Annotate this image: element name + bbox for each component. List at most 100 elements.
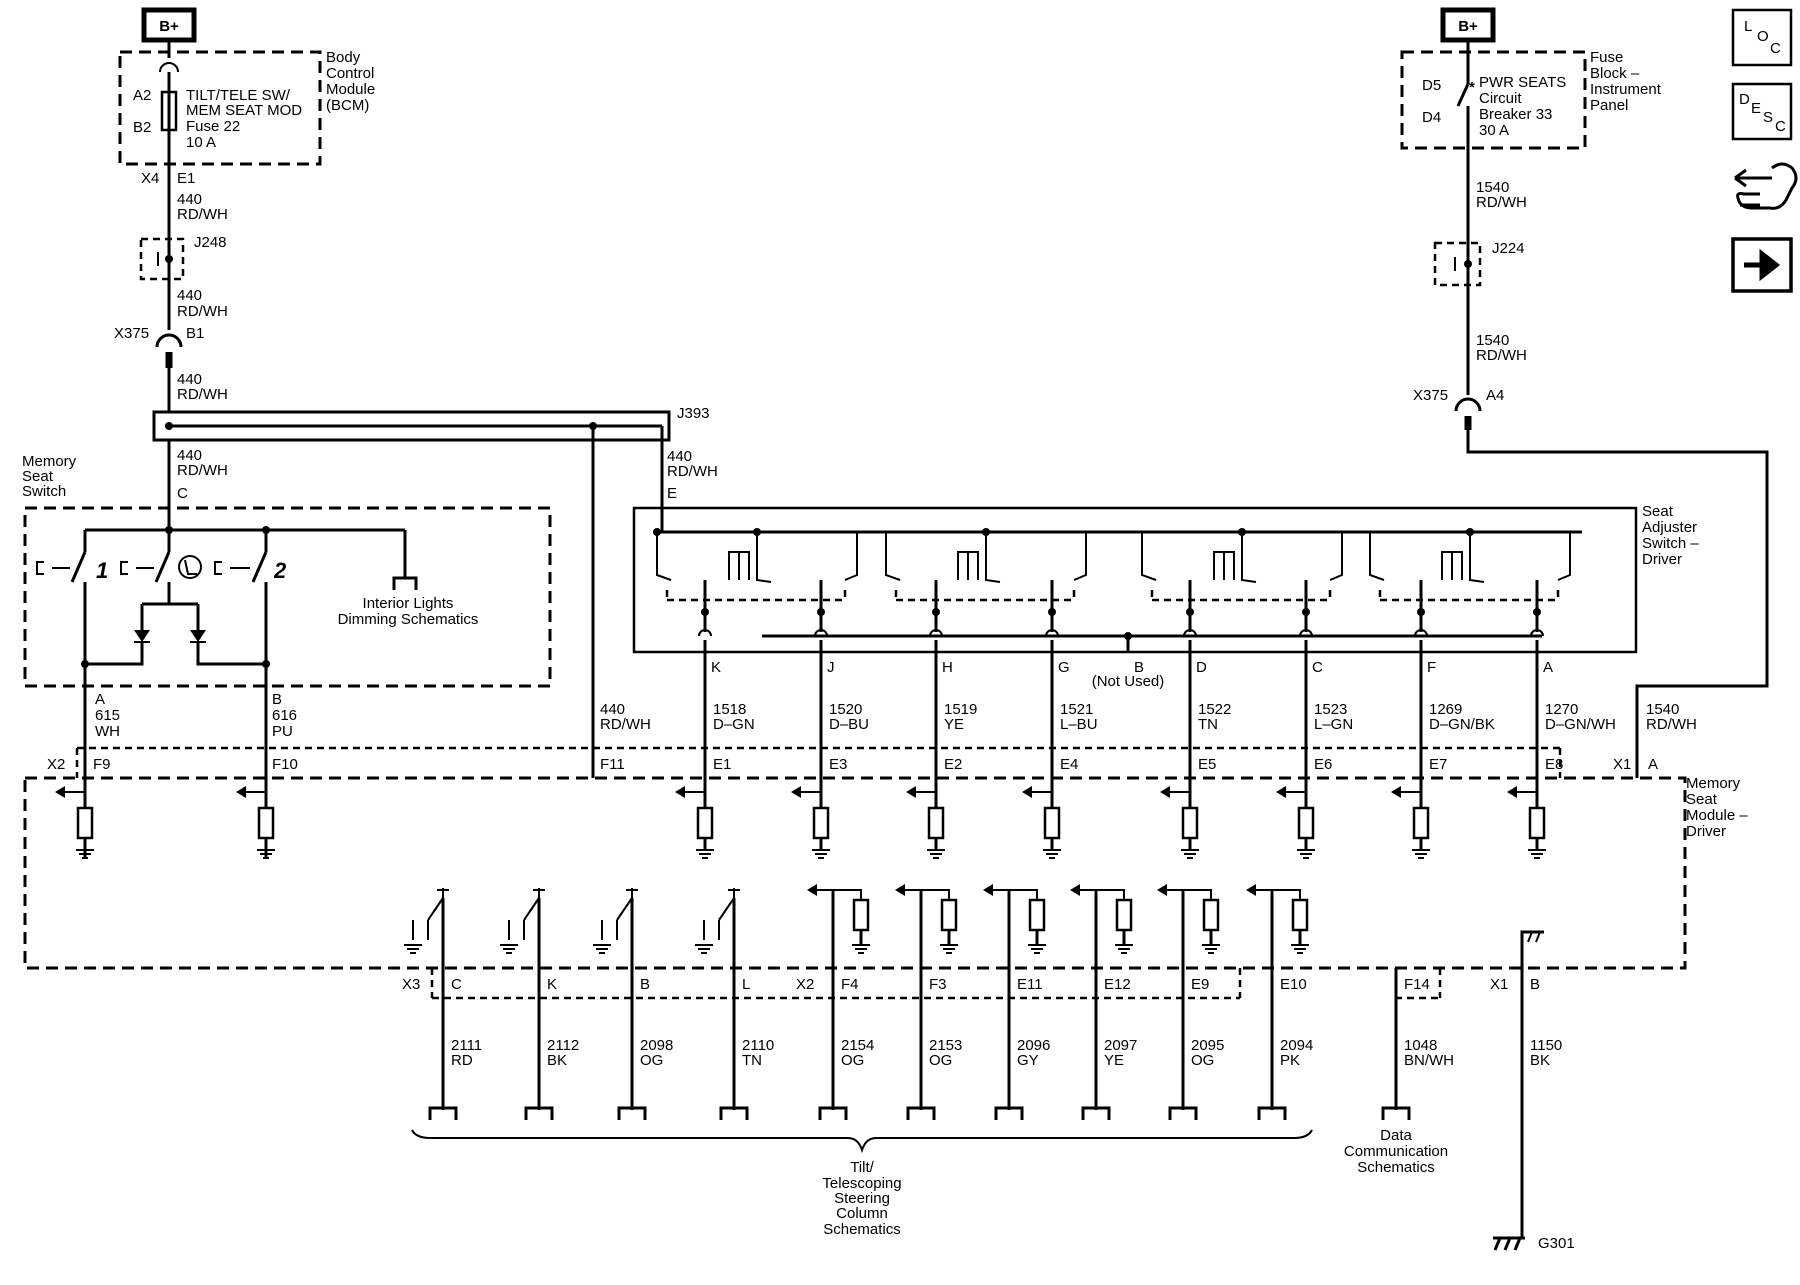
x4-label: X4 xyxy=(141,170,159,187)
sa-group-3-lead xyxy=(1141,532,1157,581)
sa-pin-h: H xyxy=(942,659,953,676)
sa-pin-a: A xyxy=(1543,659,1553,676)
bottom-6-wire-num: 2153 xyxy=(929,1037,962,1054)
bottom-2-switch-ground-icon xyxy=(500,944,518,954)
bottom-8-pin: E12 xyxy=(1104,976,1131,993)
sa-group-1-switch-b xyxy=(756,532,772,583)
w4-num: 440 xyxy=(177,447,202,464)
bottom-2-connector xyxy=(524,1106,554,1120)
desc-letter-c: C xyxy=(1775,118,1786,135)
memory-btn-1-label: 1 xyxy=(96,558,108,583)
module-input-7-resistor xyxy=(1181,806,1199,840)
bottom-4-wire-num: 2110 xyxy=(742,1037,774,1054)
bottom-1-switch-arm xyxy=(427,897,444,940)
sa-group-2-lead xyxy=(885,532,901,581)
w6-color: RD/WH xyxy=(600,716,651,733)
memory-btn-2-label: 2 xyxy=(273,558,287,583)
bottom-1-wire-color: RD xyxy=(451,1052,473,1069)
breaker-star: * xyxy=(1469,79,1475,96)
sa-node-1520 xyxy=(817,608,825,616)
description-button[interactable]: D E S C xyxy=(1731,82,1793,141)
sa-pin-d: D xyxy=(1196,659,1207,676)
rw2-num: 1540 xyxy=(1476,332,1509,349)
sa-wire-1521-color: L–BU xyxy=(1060,716,1098,733)
rw1-color: RD/WH xyxy=(1476,194,1527,211)
bottom-7-wire-num: 2096 xyxy=(1017,1037,1050,1054)
next-page-button[interactable] xyxy=(1731,237,1793,293)
seat-adjuster-box xyxy=(632,506,1638,654)
fuse-block-title-1: Fuse xyxy=(1590,49,1623,66)
sa-group-2-switch-b xyxy=(985,532,1001,583)
fuse-line-1: TILT/TELE SW/ xyxy=(186,87,291,104)
data-comm-ref-3: Schematics xyxy=(1357,1159,1435,1176)
bottom-5-pin: F4 xyxy=(841,976,859,993)
sa-title-1: Seat xyxy=(1642,503,1674,520)
breaker-line-2: Circuit xyxy=(1479,90,1522,107)
msm-title-3: Module – xyxy=(1686,807,1748,824)
module-input-2-resistor xyxy=(257,806,275,840)
sa-wire-1518-color: D–GN xyxy=(713,716,755,733)
bottom-7-wire-color: GY xyxy=(1017,1052,1039,1069)
sa-group-2-node xyxy=(982,528,990,536)
module-input-1-resistor xyxy=(76,806,94,840)
connector-end-view-icon xyxy=(1734,168,1772,188)
b1-label: B1 xyxy=(186,325,204,342)
tilt-brace xyxy=(411,1129,1313,1154)
module-input-9-arrow-head xyxy=(1391,786,1401,798)
sa-node-1269 xyxy=(1417,608,1425,616)
module-input-6-ground-icon xyxy=(1043,849,1061,859)
msm-title-4: Driver xyxy=(1686,823,1726,840)
module-input-10-arrow-head xyxy=(1507,786,1517,798)
memory-seat-switch: Memory Seat Switch C 1 2 xyxy=(22,453,552,858)
bottom-6-arrow-head xyxy=(895,884,905,896)
sa-group-2-contact xyxy=(957,551,979,580)
w1-color: RD/WH xyxy=(177,206,228,223)
sa-wire-1270-color: D–GN/WH xyxy=(1545,716,1616,733)
bottom-2-switch-top xyxy=(533,888,545,898)
bottom-11-pin: F14 xyxy=(1404,976,1430,993)
tilt-ref-2: Telescoping xyxy=(822,1175,901,1192)
bottom-12-chassis-ground-icon xyxy=(1527,931,1541,943)
memory-seat-module: Memory Seat Module – Driver X2 F9 F10 F1… xyxy=(23,746,1748,1238)
breaker-line-1: PWR SEATS xyxy=(1479,74,1566,91)
connector-end-view-button[interactable] xyxy=(1734,162,1798,210)
fuse-line-2: MEM SEAT MOD xyxy=(186,102,302,119)
bcm-connector-a2 xyxy=(159,61,179,73)
bottom-8-resistor xyxy=(1115,898,1133,932)
module-input-3-arrow-head xyxy=(675,786,685,798)
breaker-line-4: 30 A xyxy=(1479,122,1509,139)
bottom-4-switch-arm xyxy=(718,897,735,940)
sa-wire-1522-color: TN xyxy=(1198,716,1218,733)
sa-pin-b-not-used: (Not Used) xyxy=(1092,673,1165,690)
msm-title-1: Memory xyxy=(1686,775,1741,792)
wire-615-num: 615 xyxy=(95,707,120,724)
memory-seat-switch-box xyxy=(23,506,552,688)
diode-right xyxy=(190,630,206,642)
b-plus-left-label: B+ xyxy=(159,18,179,35)
sa-wire-1523-num: 1523 xyxy=(1314,701,1347,718)
mss-title-3: Switch xyxy=(22,483,66,500)
bottom-6-resistor xyxy=(940,898,958,932)
sa-pin-j: J xyxy=(827,659,835,676)
circuit-breaker-symbol xyxy=(1456,83,1470,107)
wire-616-num: 616 xyxy=(272,707,297,724)
w2-color: RD/WH xyxy=(177,303,228,320)
pin-d5: D5 xyxy=(1422,77,1441,94)
bottom-10-pin: E10 xyxy=(1280,976,1307,993)
wire-615-color: WH xyxy=(95,723,120,740)
bottom-8-pullup xyxy=(1096,889,1125,900)
module-input-6-arrow-head xyxy=(1022,786,1032,798)
w3-color: RD/WH xyxy=(177,386,228,403)
bottom-4-pin: L xyxy=(742,976,750,993)
sa-node-1518 xyxy=(701,608,709,616)
sa-group-4-switch-c xyxy=(1557,532,1571,581)
sa-group-2-ganged xyxy=(894,590,1076,602)
location-button[interactable]: L O C xyxy=(1731,8,1793,67)
sa-group-1-switch-c xyxy=(844,532,858,581)
module-input-1-ground-icon xyxy=(76,849,94,859)
bottom-5-wire-color: OG xyxy=(841,1052,864,1069)
sa-pin-c: C xyxy=(1312,659,1323,676)
seat-adjuster-switch: Seat Adjuster Switch – Driver (Not Used)… xyxy=(632,503,1699,790)
bottom-2-wire-color: BK xyxy=(547,1052,567,1069)
